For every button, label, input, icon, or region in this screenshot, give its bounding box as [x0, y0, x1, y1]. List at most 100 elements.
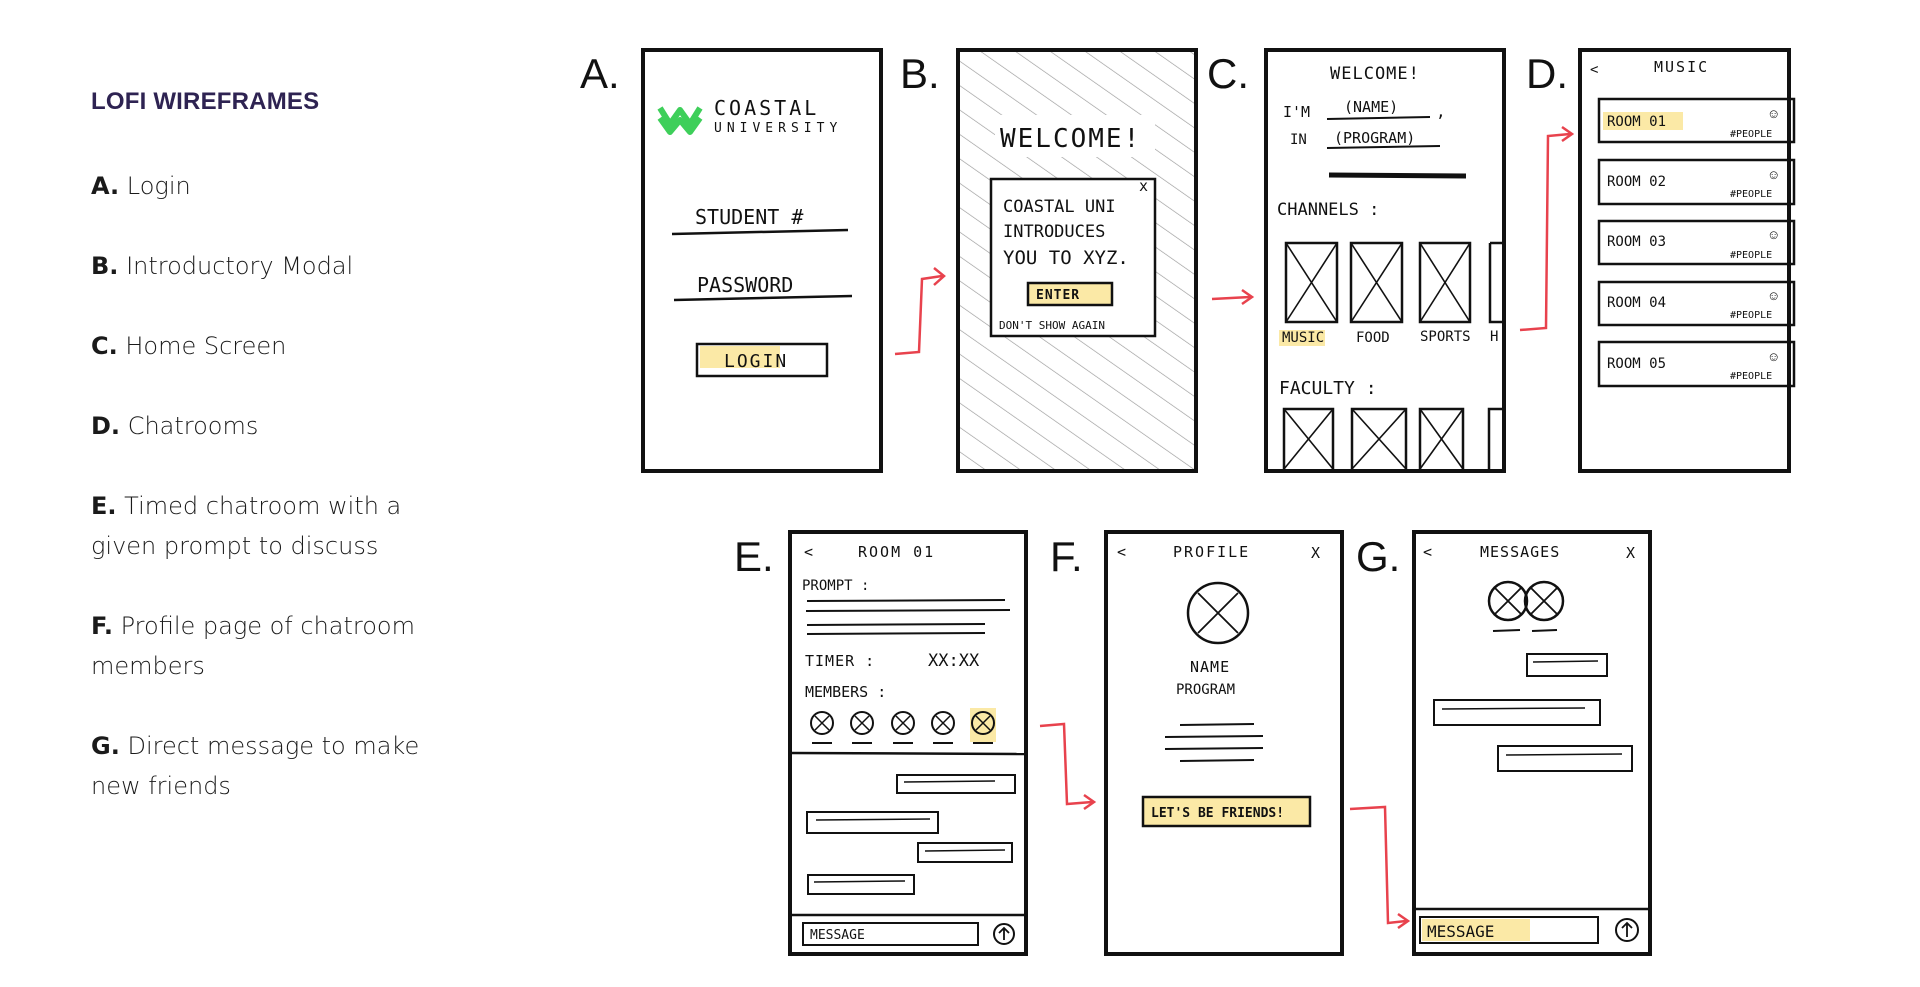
room-row[interactable]: ROOM 02 ☺ #PEOPLE — [1597, 158, 1796, 206]
legend-item-c: C. Home Screen — [91, 332, 287, 360]
password-label: PASSWORD — [697, 273, 793, 297]
person-icon: ☺ — [1767, 106, 1780, 121]
svg-text:#PEOPLE: #PEOPLE — [1730, 250, 1772, 261]
channel-food[interactable]: FOOD — [1356, 330, 1390, 346]
message-placeholder: MESSAGE — [1427, 922, 1494, 941]
arrow-head — [1397, 912, 1411, 930]
legend-item-e: E. Timed chatroom with a given prompt to… — [91, 492, 402, 560]
frame-letter: A. — [580, 50, 620, 97]
svg-text:ROOM 02: ROOM 02 — [1607, 174, 1666, 190]
svg-text:ROOM 01: ROOM 01 — [1607, 114, 1666, 130]
login-button-label: LOGIN — [724, 351, 788, 372]
back-icon[interactable]: < — [1117, 543, 1126, 561]
channel-music[interactable]: MUSIC — [1282, 330, 1324, 346]
room-row[interactable]: ROOM 04 ☺ #PEOPLE — [1597, 280, 1796, 327]
frame-letter: D. — [1526, 50, 1568, 97]
lets-be-friends-label: LET'S BE FRIENDS! — [1151, 806, 1284, 821]
close-icon[interactable]: X — [1311, 544, 1320, 562]
flow-arrow-a-b — [894, 274, 943, 356]
bio-line — [1179, 723, 1255, 726]
arrow-head — [933, 267, 946, 286]
student-number-label: STUDENT # — [695, 205, 803, 229]
channels-heading: CHANNELS : — [1277, 200, 1379, 220]
frame-d-chatrooms: D. < MUSIC ROOM 01 ☺ #PEOPLE ROOM 02 ☺ #… — [1526, 48, 1796, 473]
university-logo — [657, 106, 703, 135]
close-icon[interactable]: x — [1139, 177, 1148, 195]
frame-letter: B. — [900, 50, 940, 97]
prompt-line — [805, 609, 1011, 612]
room-row[interactable]: ROOM 03 ☺ #PEOPLE — [1597, 219, 1796, 266]
heading-backdrop — [995, 115, 1155, 157]
channel-partial: H — [1490, 329, 1498, 345]
frame-letter: G. — [1356, 533, 1400, 580]
dont-show-again-link[interactable]: DON'T SHOW AGAIN — [999, 319, 1105, 332]
conversation-avatars — [1487, 580, 1565, 632]
comma: , — [1436, 102, 1446, 121]
message-input[interactable] — [802, 922, 979, 946]
member-avatars[interactable] — [810, 708, 996, 744]
profile-program: PROGRAM — [1176, 682, 1235, 698]
student-number-field — [671, 228, 849, 236]
timer-value: XX:XX — [928, 651, 980, 671]
message-placeholder: MESSAGE — [810, 928, 865, 943]
frame-c-home: C. WELCOME! I'M (NAME) , IN (PROGRAM) CH… — [1207, 48, 1506, 473]
page-title: LOFI WIREFRAMES — [91, 88, 320, 115]
modal-line-2: INTRODUCES — [1003, 222, 1105, 242]
name-placeholder: (NAME) — [1344, 98, 1398, 116]
flow-arrow-f-g — [1349, 805, 1407, 925]
room-row[interactable]: ROOM 05 ☺ #PEOPLE — [1597, 340, 1796, 388]
channel-sports[interactable]: SPORTS — [1420, 329, 1471, 345]
chatrooms-heading: MUSIC — [1654, 58, 1709, 76]
profile-name: NAME — [1190, 658, 1230, 676]
phone-outline — [788, 530, 1028, 956]
flow-arrow-e-f — [1039, 722, 1093, 806]
profile-heading: PROFILE — [1173, 543, 1250, 561]
in-label: IN — [1290, 132, 1307, 148]
faculty-thumbnails[interactable] — [1282, 407, 1504, 470]
bio-line — [1164, 735, 1264, 738]
close-icon[interactable]: X — [1626, 544, 1635, 562]
person-icon: ☺ — [1767, 349, 1780, 364]
divider — [789, 751, 1027, 756]
prompt-line — [806, 632, 986, 635]
arrow-head — [1241, 288, 1255, 306]
send-icon[interactable] — [993, 923, 1015, 945]
flow-arrow-b-c — [1211, 295, 1251, 301]
im-label: I'M — [1283, 103, 1310, 121]
faculty-heading: FACULTY : — [1279, 378, 1377, 399]
enter-button[interactable] — [1026, 281, 1114, 307]
back-icon[interactable]: < — [1590, 62, 1598, 78]
password-field — [673, 294, 853, 302]
modal-line-3: YOU TO XYZ. — [1003, 247, 1129, 269]
chat-bubbles — [1433, 653, 1633, 772]
arrow-head — [1083, 793, 1097, 811]
sidebar: LOFI WIREFRAMES A. Login B. Introductory… — [91, 88, 471, 846]
lets-be-friends-button[interactable] — [1141, 795, 1312, 828]
legend-item-d: D. Chatrooms — [91, 412, 259, 440]
message-highlight — [1422, 919, 1530, 941]
modal-line-1: COASTAL UNI — [1003, 197, 1116, 217]
back-icon[interactable]: < — [1423, 543, 1432, 561]
send-icon[interactable] — [1615, 918, 1639, 942]
intro-modal — [989, 177, 1157, 338]
program-underline — [1326, 145, 1441, 149]
channel-thumbnails[interactable] — [1284, 241, 1504, 324]
phone-outline — [1264, 48, 1506, 473]
members-label: MEMBERS : — [805, 683, 886, 701]
avatar — [1186, 581, 1250, 645]
frame-a-login: A. COASTAL UNIVERSITY STUDENT # PASSWORD… — [580, 48, 883, 473]
svg-text:ROOM 05: ROOM 05 — [1607, 356, 1666, 372]
back-icon[interactable]: < — [804, 543, 813, 561]
phone-outline — [1412, 530, 1652, 956]
message-input[interactable] — [1419, 916, 1599, 944]
name-underline — [1326, 116, 1431, 120]
room-row[interactable]: ROOM 01 ☺ #PEOPLE — [1597, 97, 1796, 144]
divider — [1328, 172, 1467, 179]
brand-subtitle: UNIVERSITY — [714, 121, 842, 136]
prompt-line — [806, 599, 1006, 602]
prompt-line — [806, 623, 986, 626]
frame-g-messages: G. < MESSAGES X MESSAGE — [1356, 530, 1652, 956]
legend-item-b: B. Introductory Modal — [91, 252, 354, 280]
login-button[interactable] — [695, 342, 829, 378]
